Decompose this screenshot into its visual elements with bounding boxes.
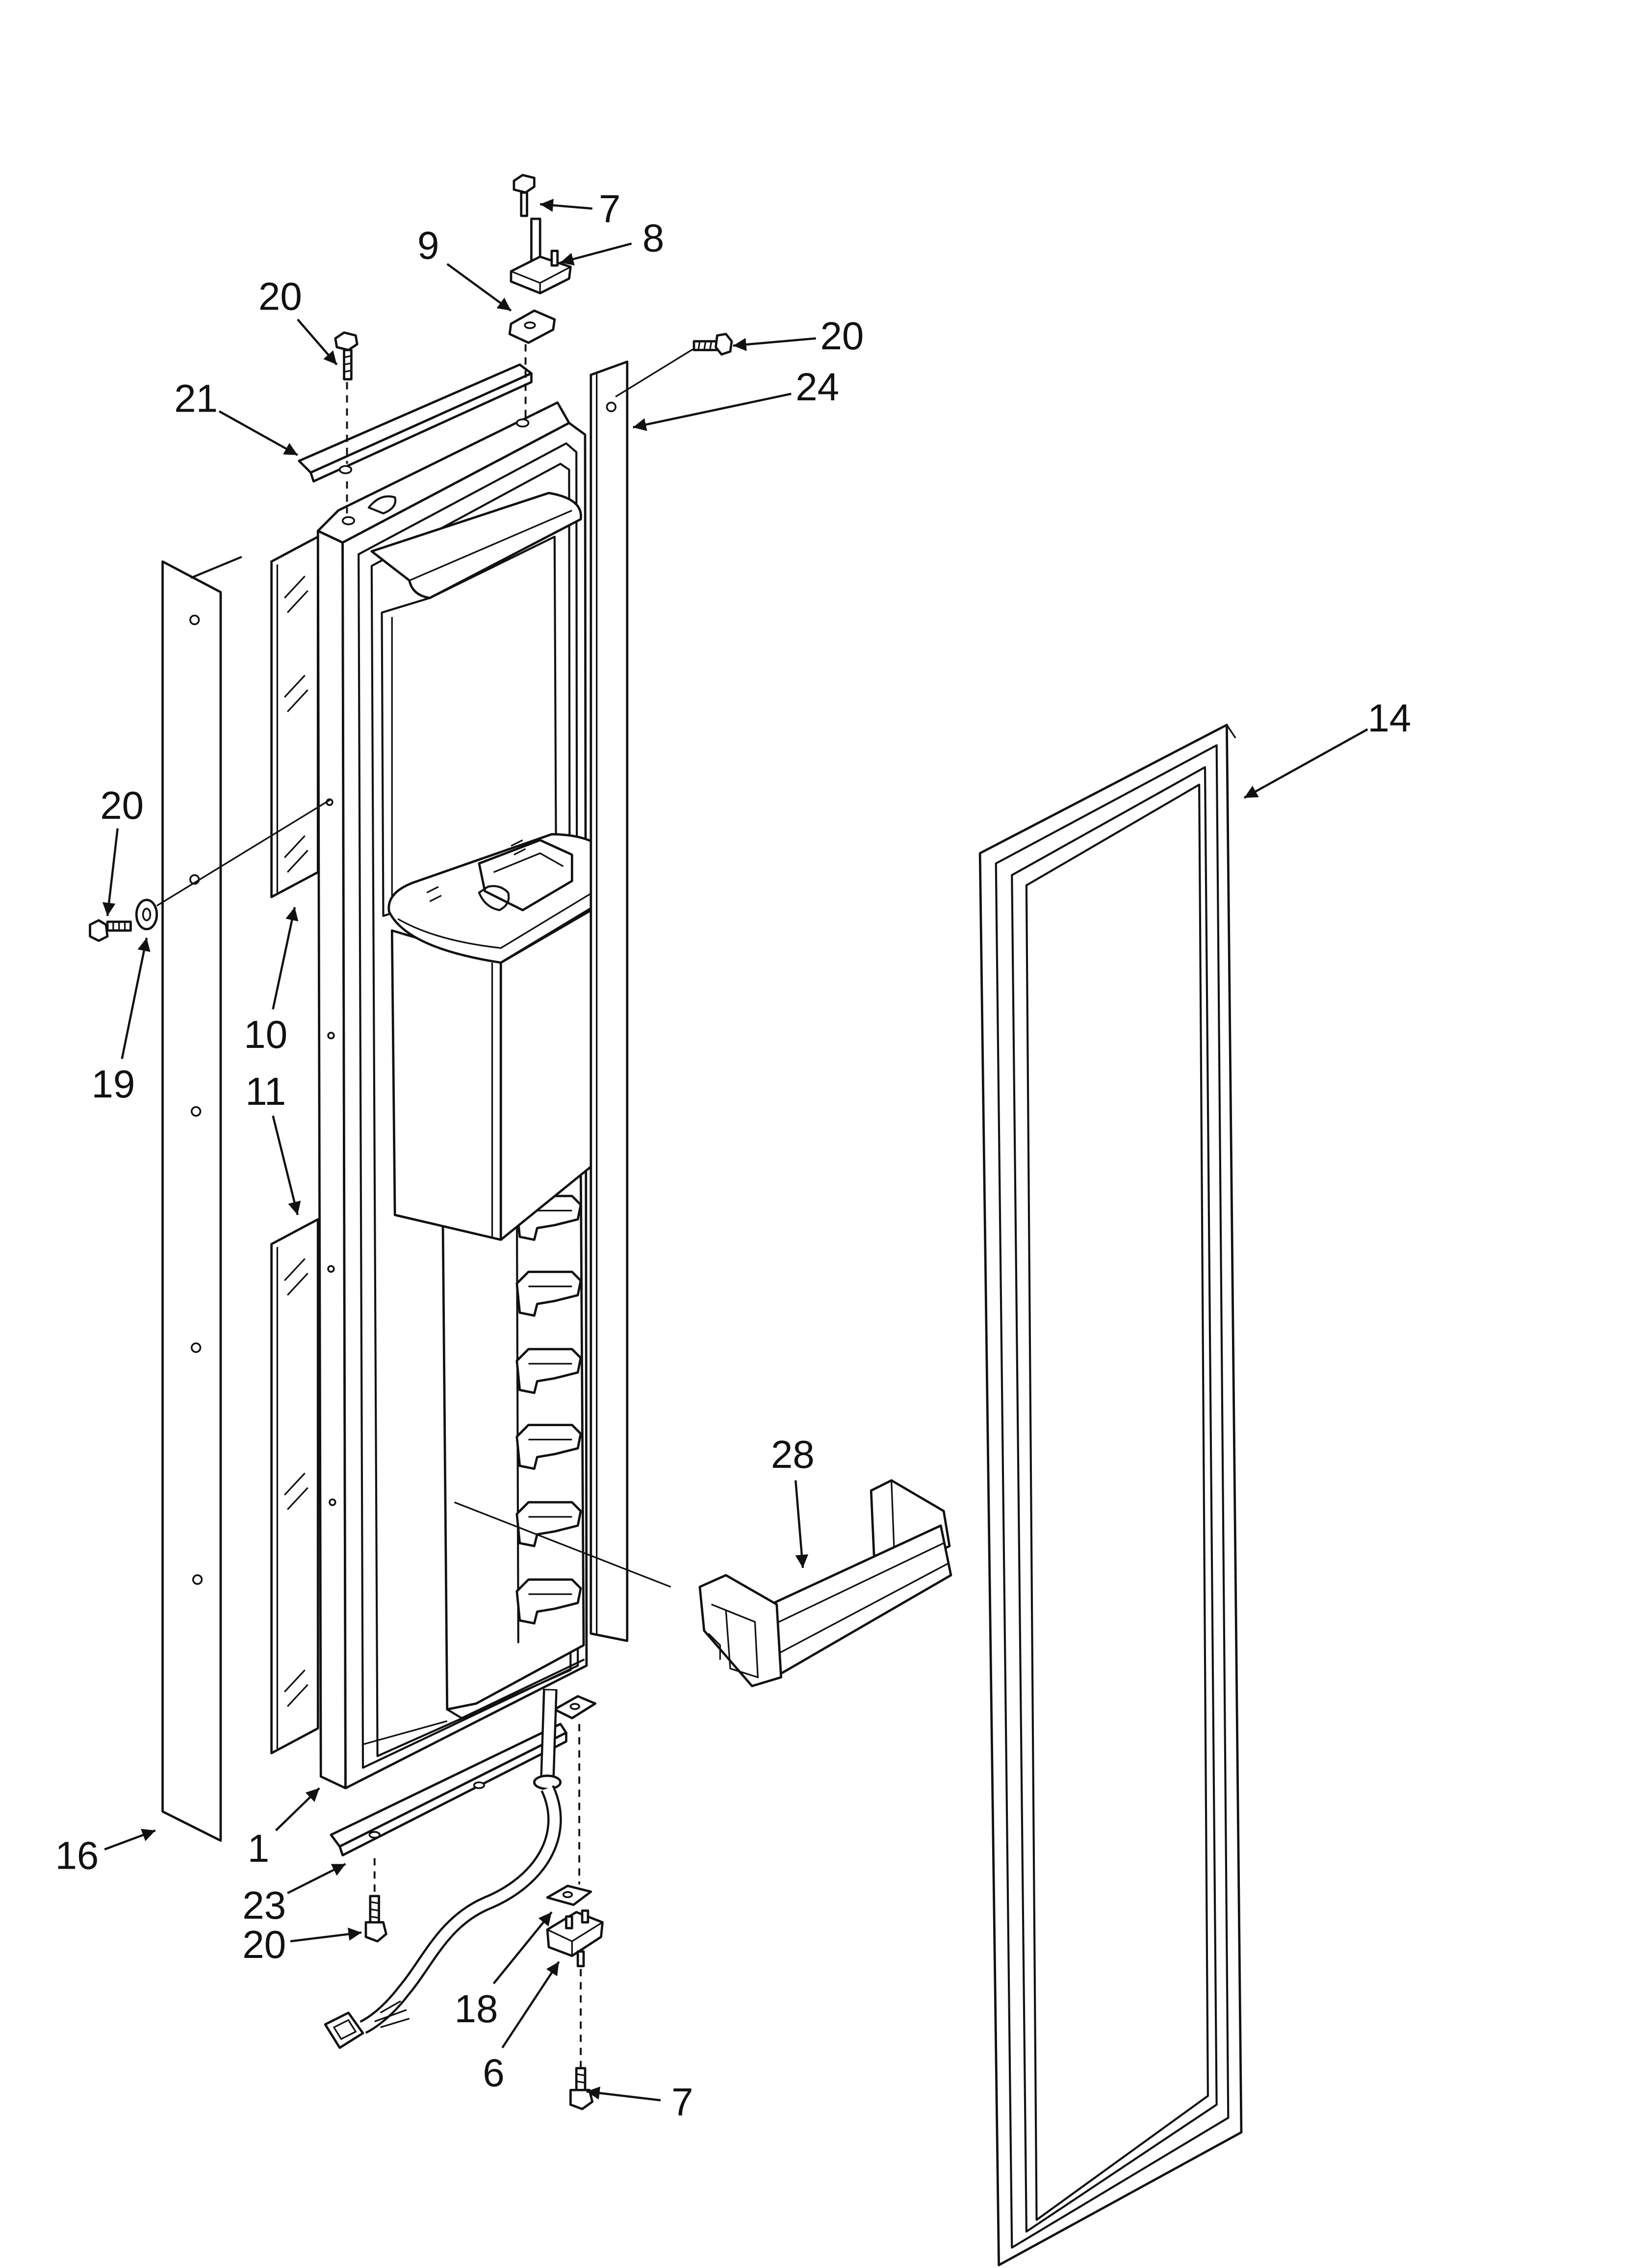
- callout-label: 1: [248, 1826, 269, 1870]
- callout-20-top-left: 20: [258, 274, 338, 365]
- bottom-hinge-mount: [553, 1695, 597, 1720]
- liner-upper-opening: [381, 535, 557, 917]
- top-screw-7: [513, 174, 536, 217]
- callout-9: 9: [417, 223, 512, 312]
- callout-label: 24: [795, 365, 839, 409]
- callout-label: 14: [1367, 696, 1411, 740]
- callout-16: 16: [55, 1828, 156, 1877]
- callout-label: 8: [642, 216, 664, 260]
- callout-20-top-right: 20: [733, 313, 864, 358]
- lower-panel: [270, 1218, 319, 1754]
- callout-21: 21: [174, 376, 298, 456]
- callout-24: 24: [633, 365, 839, 431]
- top-screw-20: [334, 331, 359, 381]
- bottom-screw-20: [364, 1895, 387, 1943]
- callout-6: 6: [483, 1961, 560, 2095]
- callout-20-left: 20: [100, 783, 144, 916]
- top-bracket: [298, 363, 533, 483]
- washer-19: [135, 898, 158, 931]
- left-screw-guide-line: [156, 798, 332, 907]
- callout-label: 19: [91, 1062, 135, 1106]
- upper-panel: [270, 535, 319, 898]
- bottom-hinge-shim: [546, 1884, 592, 1906]
- callout-label: 7: [671, 2080, 693, 2124]
- callout-7-top: 7: [540, 186, 621, 231]
- callout-11: 11: [245, 1069, 301, 1216]
- door-bin: [698, 1479, 952, 1688]
- shelf-hook: [515, 1348, 582, 1394]
- callout-label: 21: [174, 376, 218, 420]
- right-screw-guide-line: [615, 348, 694, 398]
- callout-10: 10: [244, 907, 299, 1056]
- shelf-hook: [515, 1424, 582, 1470]
- callout-label: 16: [55, 1833, 99, 1877]
- callout-label: 7: [599, 186, 620, 231]
- right-screw-20: [693, 333, 733, 356]
- left-screw-20: [89, 919, 132, 942]
- callout-7-bottom: 7: [586, 2080, 693, 2124]
- callout-label: 20: [258, 274, 302, 318]
- callout-label: 23: [242, 1883, 286, 1927]
- wire-harness: [324, 1689, 562, 2049]
- callout-8: 8: [560, 216, 664, 266]
- callout-14: 14: [1243, 696, 1411, 799]
- bottom-screw-7: [569, 2067, 594, 2111]
- callout-label: 20: [100, 783, 144, 827]
- bottom-bracket: [330, 1722, 567, 1857]
- shelf-hook: [515, 1578, 582, 1625]
- shelf-hook: [515, 1501, 582, 1547]
- callout-label: 18: [455, 1986, 498, 2031]
- callout-20-bottom: 20: [242, 1922, 362, 1966]
- left-trim-strip: [161, 556, 242, 1842]
- callout-1: 1: [248, 1787, 320, 1870]
- callout-23: 23: [242, 1863, 346, 1927]
- callout-18: 18: [455, 1911, 553, 2031]
- bin-rack: [441, 1158, 585, 1720]
- right-trim-strip: [590, 360, 629, 1642]
- bottom-hinge: [546, 1909, 604, 1967]
- callout-label: 10: [244, 1012, 287, 1056]
- shelf-hook: [515, 1271, 582, 1317]
- callout-label: 9: [417, 223, 439, 267]
- callout-label: 20: [242, 1922, 286, 1966]
- liner-top-cap: [370, 492, 582, 600]
- top-hinge-shim: [508, 309, 556, 344]
- callout-28: 28: [771, 1432, 815, 1568]
- callout-label: 28: [771, 1432, 815, 1476]
- callout-19: 19: [91, 938, 151, 1106]
- callout-label: 6: [483, 2051, 504, 2095]
- top-hinge: [510, 217, 572, 294]
- callout-label: 20: [820, 313, 864, 358]
- callout-label: 11: [245, 1069, 286, 1113]
- bin-guide-line: [454, 1501, 671, 1588]
- door-panel: [978, 724, 1243, 2267]
